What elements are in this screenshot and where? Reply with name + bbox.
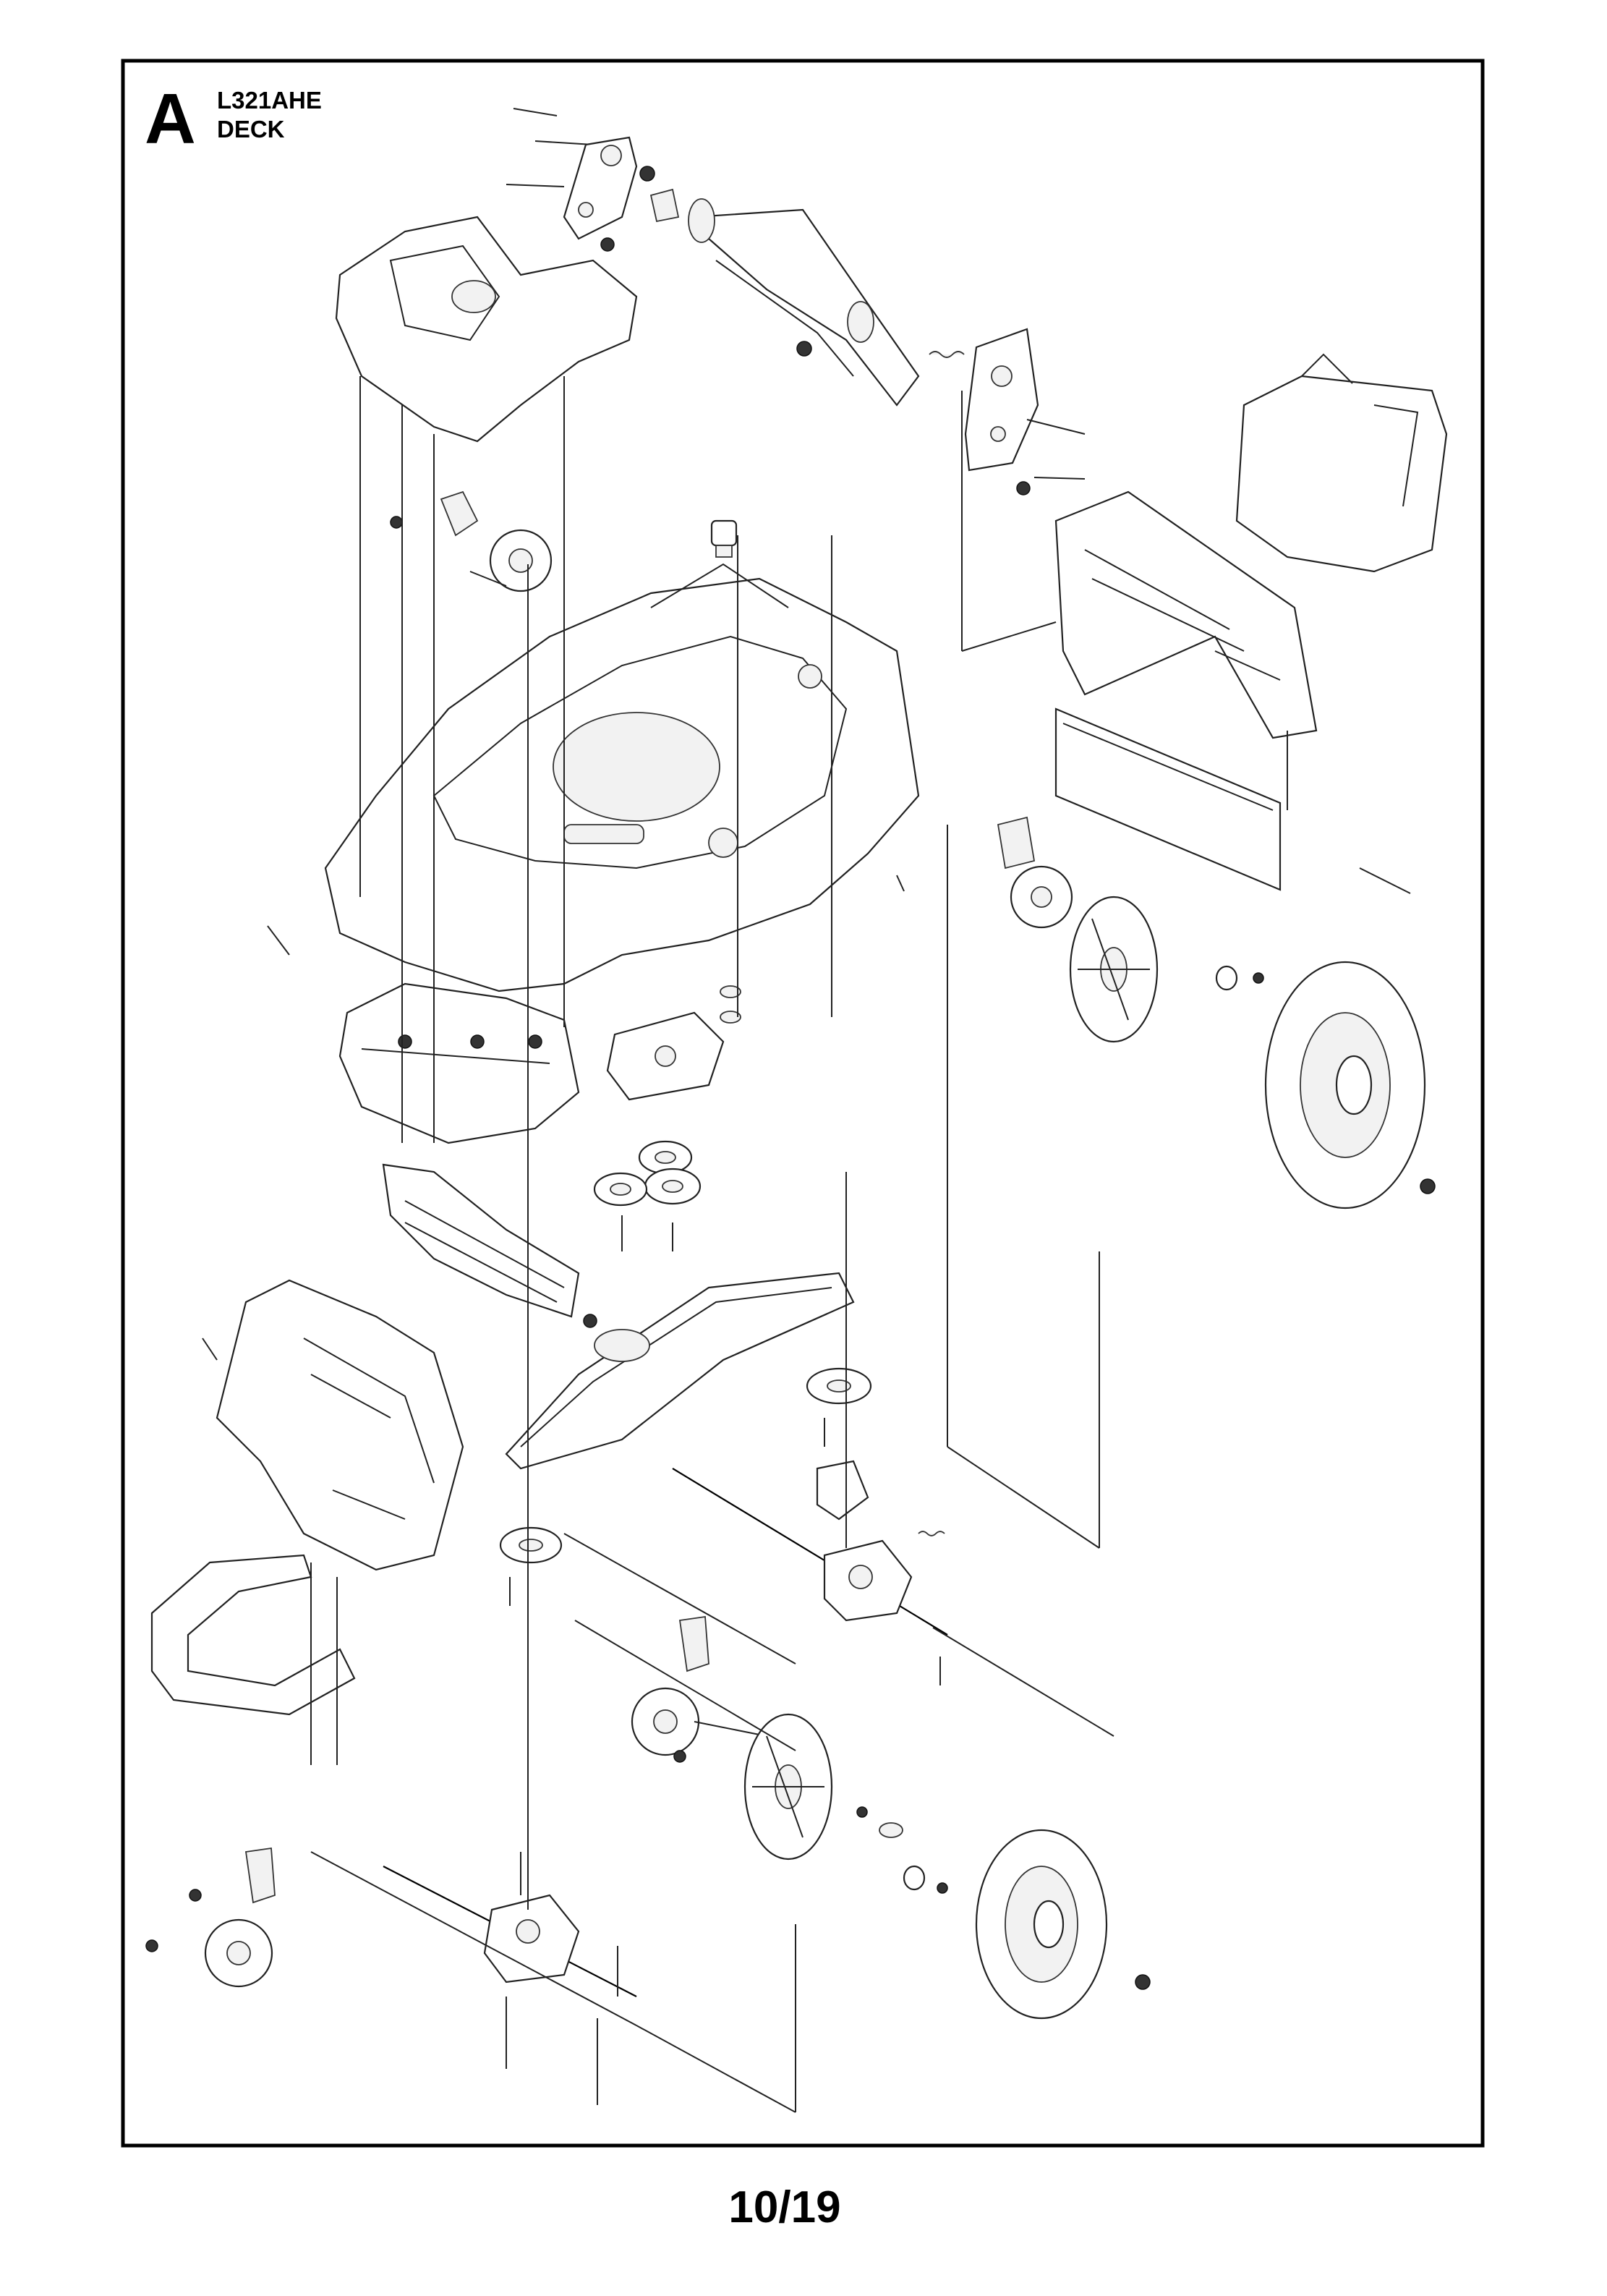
discharge-chute-part [202, 1279, 464, 1571]
rear-wheel-part [975, 1829, 1151, 2020]
height-lever-rear-part [631, 1615, 767, 1763]
engine-pulley-part [499, 1526, 563, 1606]
top-cover-part [335, 216, 638, 443]
deflector-part [150, 1554, 356, 1765]
part-illustrations [145, 108, 1448, 2113]
pulley-bracket-part [606, 1011, 725, 1101]
belt-guard-part [382, 1163, 597, 1328]
washers-part [720, 985, 741, 1024]
handle-lock-part [929, 328, 1086, 496]
reference-lines [310, 376, 1288, 2113]
bag-frame-part [1054, 490, 1318, 739]
handle-bracket-part [506, 108, 680, 252]
section-letter: A [145, 79, 196, 158]
front-wheel-hub-part [896, 816, 1264, 1043]
rear-flap-part [1054, 707, 1411, 894]
handle-tube-part [688, 198, 920, 407]
drive-pulley-part [806, 1367, 872, 1447]
idler-pulleys-part [593, 1140, 702, 1251]
assembly-name: DECK [217, 116, 285, 143]
height-lever-front-part [390, 490, 553, 592]
knob-part [710, 519, 738, 558]
gearbox-bracket-part [816, 1460, 869, 1521]
grass-bag-part [1235, 353, 1448, 573]
page-number: 10/19 [728, 2182, 840, 2232]
front-wheel-part [1264, 961, 1436, 1209]
diagram-border [121, 59, 1485, 2148]
deck-skirt-part [267, 925, 580, 1144]
mower-deck-part [324, 563, 920, 992]
drive-belt-part [505, 1272, 855, 1470]
height-lever-left-part [145, 1847, 276, 1988]
front-gearbox-part [383, 1852, 637, 2105]
rear-wheel-hub-part [743, 1713, 948, 1894]
model-number: L321AHE [217, 87, 322, 114]
rear-gearbox-part [672, 1468, 948, 1685]
